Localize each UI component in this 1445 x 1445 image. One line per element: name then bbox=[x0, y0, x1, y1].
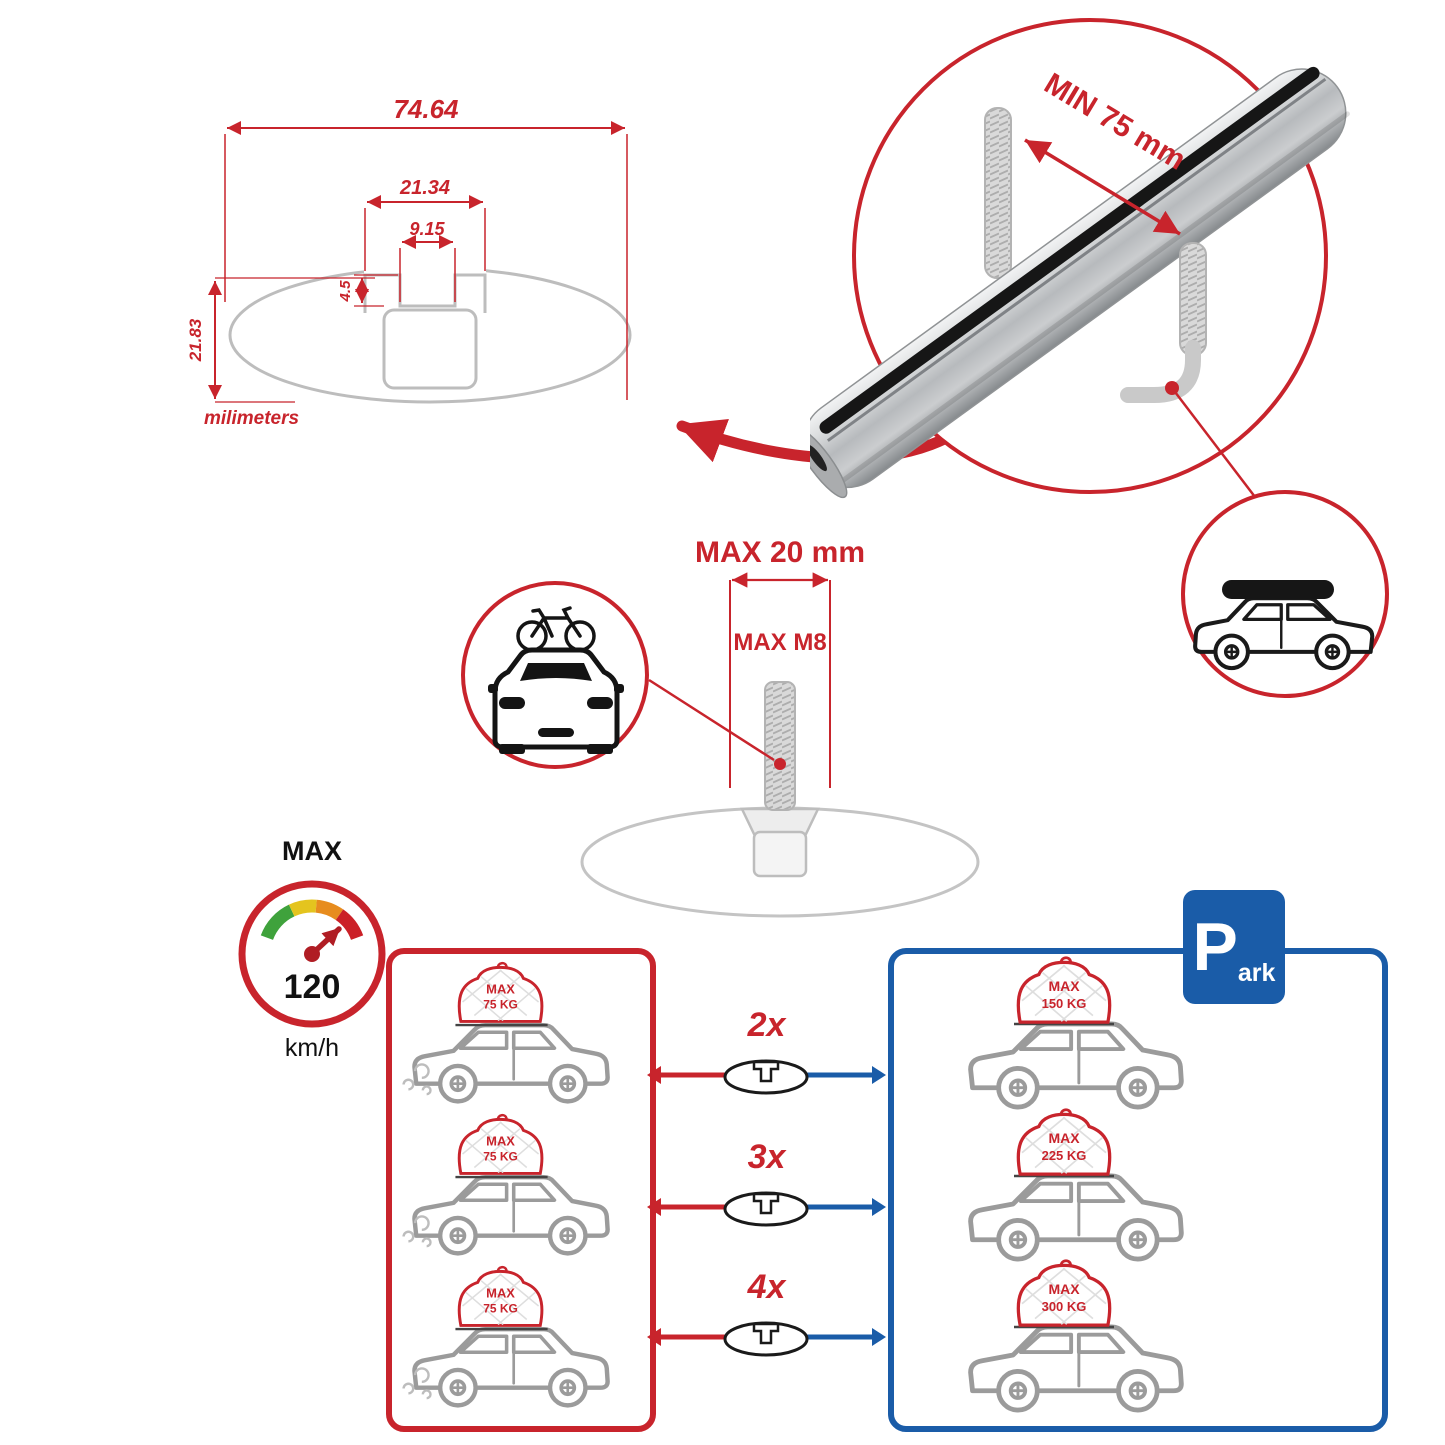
crossbar-count-row: 3x bbox=[645, 1137, 888, 1238]
parking-panel: MAX 150 KG MAX 225 KG MAX 300 KG bbox=[888, 948, 1388, 1432]
arrow-left-head bbox=[647, 1066, 661, 1084]
bolt-callout-line bbox=[648, 678, 775, 762]
t-nut-plug bbox=[740, 807, 820, 836]
cargo-max-label: MAX bbox=[486, 1285, 515, 1300]
dim-total-width: 74.64 bbox=[393, 94, 459, 124]
car-with-load: MAX 300 KG bbox=[934, 1257, 1234, 1414]
bolt-stud bbox=[764, 681, 796, 811]
cargo-max-label: MAX bbox=[486, 1133, 515, 1148]
roof-box bbox=[1222, 580, 1334, 599]
dim-step-depth: 4.5 bbox=[337, 280, 354, 303]
arrow-left-head bbox=[647, 1328, 661, 1346]
cargo-load-label: 300 KG bbox=[1042, 1299, 1087, 1314]
cargo-max-label: MAX bbox=[486, 981, 515, 996]
cargo-load-label: 75 KG bbox=[483, 998, 518, 1012]
multiplier-label: 2x bbox=[747, 1006, 786, 1044]
suv-side-view bbox=[971, 1327, 1182, 1410]
bolt-diagram: MAX 20 mm MAX M8 bbox=[461, 536, 980, 918]
arrow-left-head bbox=[647, 1198, 661, 1216]
speed-limit-panel: MAX 75 KG MAX 75 KG MAX 75 KG bbox=[386, 948, 656, 1432]
cargo-load-label: 150 KG bbox=[1042, 996, 1087, 1011]
profile-t-slot-icon bbox=[752, 1060, 780, 1083]
cargo-load-label: 75 KG bbox=[483, 1302, 518, 1316]
park-sign: P ark bbox=[1183, 890, 1285, 1004]
car-with-load: MAX 75 KG bbox=[394, 954, 634, 1106]
multiplier-column: 2x 3x 4x bbox=[645, 1005, 888, 1415]
car-front-icon bbox=[488, 647, 624, 754]
speedometer: MAX 120 km/h bbox=[238, 838, 386, 1062]
bolt-dimension-lines bbox=[729, 572, 831, 788]
dim-outer-width: 21.34 bbox=[399, 177, 450, 199]
needle-pivot bbox=[304, 946, 320, 962]
cargo-load-label: 75 KG bbox=[483, 1150, 518, 1164]
profile-channel-cavity bbox=[382, 308, 478, 390]
suv-side-view bbox=[971, 1176, 1182, 1259]
dim-inner-width: 9.15 bbox=[409, 219, 445, 239]
min-clearance-arrow bbox=[1024, 138, 1181, 236]
cargo-max-label: MAX bbox=[1048, 1281, 1080, 1297]
profile-mask bbox=[364, 265, 486, 312]
exhaust-puffs bbox=[402, 1063, 432, 1096]
exhaust-puffs bbox=[402, 1215, 432, 1248]
arrow-right-head bbox=[872, 1328, 886, 1346]
park-sign-ark: ark bbox=[1237, 959, 1276, 987]
car-with-load: MAX 225 KG bbox=[934, 1106, 1234, 1263]
crossbar-count-row: 2x bbox=[645, 1005, 888, 1106]
arrow-right-head bbox=[872, 1198, 886, 1216]
suv-side-view bbox=[414, 1177, 607, 1253]
multiplier-label: 4x bbox=[747, 1268, 786, 1306]
crossbar-closeup: MIN 75 mm bbox=[810, 18, 1350, 515]
clamp-hook bbox=[1120, 340, 1201, 403]
speed-max-label: MAX bbox=[282, 838, 342, 866]
suv-side-view bbox=[971, 1024, 1182, 1107]
exhaust-puffs bbox=[402, 1367, 432, 1400]
max-width-label: MAX 20 mm bbox=[695, 536, 865, 569]
cargo-max-label: MAX bbox=[1048, 978, 1080, 994]
speed-unit: km/h bbox=[285, 1034, 339, 1062]
dim-units: milimeters bbox=[204, 408, 299, 429]
dimension-lines bbox=[208, 121, 628, 403]
dimension-diagram: 74.64 21.34 9.15 4.5 21.83 milimeters bbox=[186, 94, 632, 429]
max-thread-label: MAX M8 bbox=[733, 629, 826, 656]
bolt-callout-dot bbox=[774, 758, 786, 770]
clamp-rod-front bbox=[1179, 242, 1207, 356]
cargo-max-label: MAX bbox=[1048, 1130, 1080, 1146]
multiplier-label: 3x bbox=[747, 1138, 786, 1176]
t-nut-body bbox=[752, 830, 808, 878]
speedometer-arcs bbox=[260, 899, 364, 941]
callout-line bbox=[1171, 387, 1269, 515]
speed-value: 120 bbox=[284, 968, 341, 1006]
crossbar-count-row: 4x bbox=[645, 1267, 888, 1368]
profile-t-slot-icon bbox=[752, 1192, 780, 1215]
car-with-load: MAX 75 KG bbox=[394, 1106, 634, 1258]
roofbox-car-badge bbox=[1181, 490, 1389, 698]
car-with-load: MAX 150 KG bbox=[934, 954, 1234, 1111]
suv-side-view bbox=[414, 1329, 607, 1405]
bike-car-badge bbox=[461, 581, 649, 769]
suv-side-view bbox=[414, 1025, 607, 1101]
crossbar-bar bbox=[810, 66, 1350, 499]
clamp-rod-rear bbox=[984, 107, 1012, 279]
park-sign-p: P bbox=[1192, 909, 1238, 985]
dim-total-height: 21.83 bbox=[186, 318, 205, 362]
profile-t-slot-icon bbox=[752, 1322, 780, 1345]
cargo-load-label: 225 KG bbox=[1042, 1148, 1087, 1163]
car-with-load: MAX 75 KG bbox=[394, 1258, 634, 1410]
arrow-right-head bbox=[872, 1066, 886, 1084]
